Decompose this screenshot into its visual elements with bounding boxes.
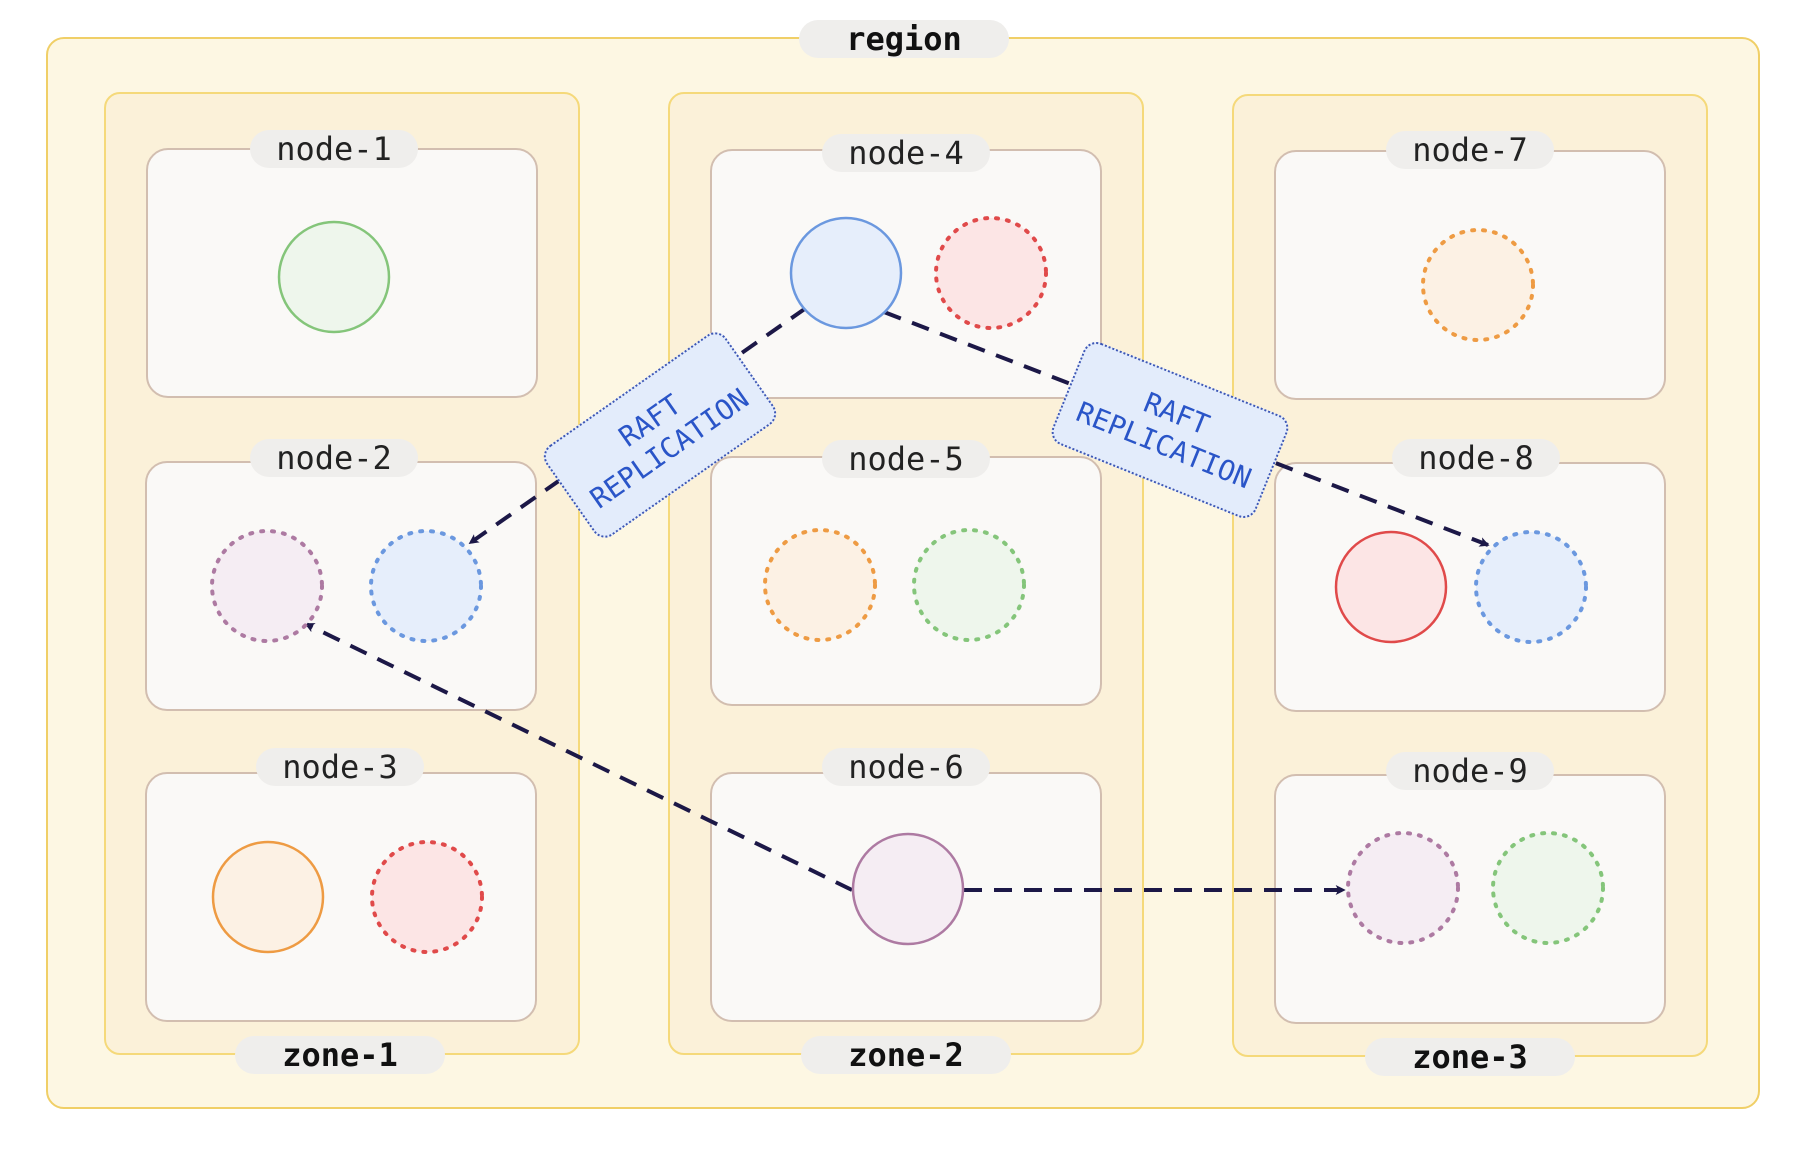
- replica-red-follower: [934, 216, 1048, 330]
- node-1-label: node-1: [250, 130, 418, 168]
- node-4-label: node-4: [822, 134, 990, 172]
- replica-purple-follower: [1346, 831, 1460, 945]
- arrow-node4-to-node2: [468, 306, 808, 545]
- node-3-label: node-3: [256, 748, 424, 786]
- zone-1-label: zone-1: [235, 1036, 445, 1074]
- node-5-label: node-5: [822, 440, 990, 478]
- replica-green-leader: [277, 220, 391, 334]
- zone-3-label: zone-3: [1365, 1038, 1575, 1076]
- node-2-label: node-2: [250, 439, 418, 477]
- node-6-label: node-6: [822, 748, 990, 786]
- node-7-label: node-7: [1386, 131, 1554, 169]
- replica-green-follower: [912, 528, 1026, 642]
- replica-blue-leader: [789, 216, 903, 330]
- replica-blue-follower: [369, 529, 483, 643]
- replica-orange-follower: [763, 528, 877, 642]
- replica-blue-follower: [1474, 530, 1588, 644]
- replica-purple-leader: [851, 832, 965, 946]
- replica-red-leader: [1334, 530, 1448, 644]
- node-9-label: node-9: [1386, 752, 1554, 790]
- replica-red-follower: [370, 840, 484, 954]
- replica-purple-follower: [210, 529, 324, 643]
- replica-orange-follower: [1421, 228, 1535, 342]
- replica-green-follower: [1491, 831, 1605, 945]
- region-label: region: [799, 20, 1009, 58]
- zone-2-label: zone-2: [801, 1036, 1011, 1074]
- node-8-label: node-8: [1392, 439, 1560, 477]
- arrow-node4-to-node8: [883, 310, 1490, 547]
- arrow-node6-to-node2: [304, 622, 853, 892]
- replica-orange-leader: [211, 840, 325, 954]
